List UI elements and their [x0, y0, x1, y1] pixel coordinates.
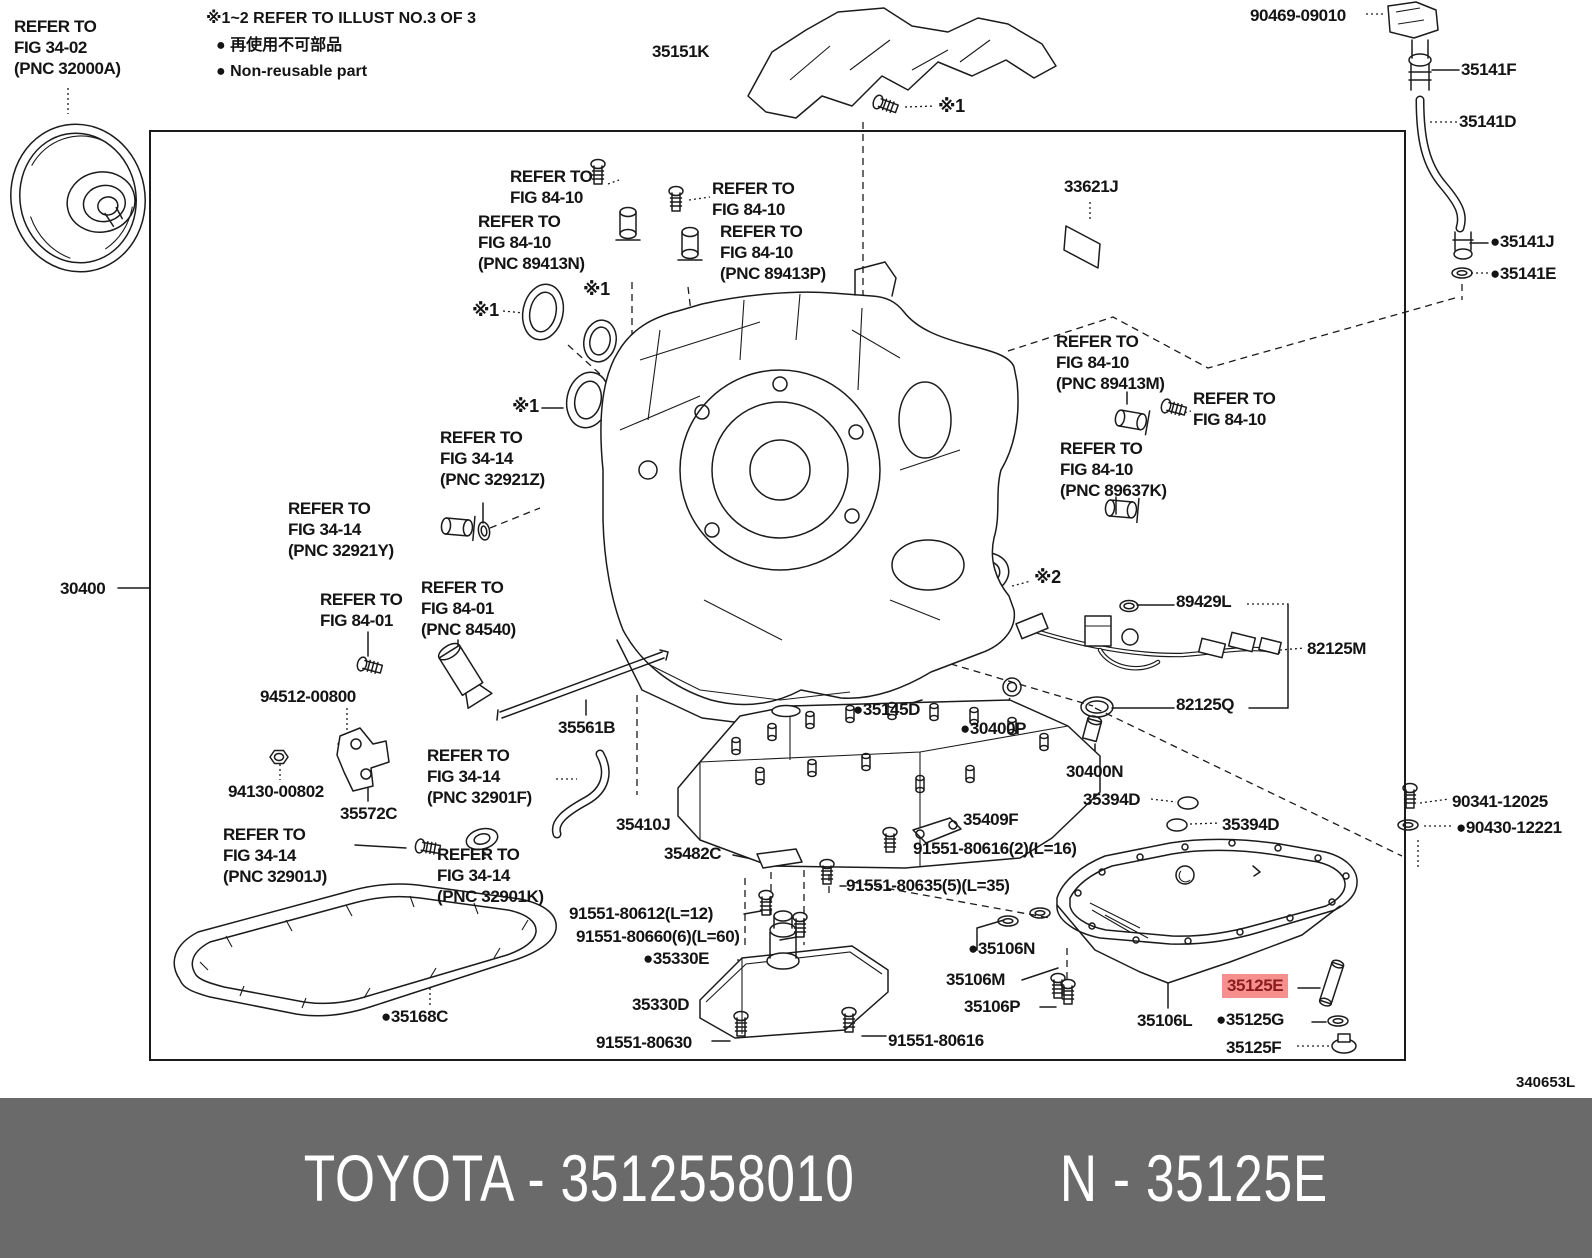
pn-91551-80612[interactable]: 91551-80612(L=12) [569, 904, 713, 923]
pn-35125E[interactable]: 35125E [1222, 974, 1289, 998]
rod-35561B-art [496, 649, 669, 721]
torque-converter-art [10, 123, 146, 273]
ref-fig84-10-a: REFER TO FIG 84-10 [510, 167, 593, 207]
ref-fig34-14-f: REFER TO FIG 34-14 (PNC 32901F) [427, 746, 532, 807]
pn-91551-80635[interactable]: 91551-80635(5)(L=35) [846, 876, 1010, 895]
banner-brand-part: TOYOTA - 3512558010 [303, 1141, 855, 1215]
solenoid-84540-art [437, 642, 493, 710]
pn-89429L[interactable]: 89429L [1176, 592, 1232, 611]
bracket-35572C-art [336, 727, 390, 792]
bracket-35151K-art [747, 7, 1057, 119]
pn-35394D-1[interactable]: 35394D [1083, 790, 1141, 809]
pan-gasket-35168C-art [173, 883, 557, 1017]
legend-non-reusable-jp: ● 再使用不可部品 [216, 37, 343, 54]
pn-94130-00802[interactable]: 94130-00802 [228, 782, 324, 801]
pn-35410J[interactable]: 35410J [616, 815, 671, 834]
pn-94512-00800[interactable]: 94512-00800 [260, 687, 356, 706]
pn-35141D[interactable]: 35141D [1459, 112, 1517, 131]
ref-fig84-10-d: REFER TO FIG 84-10 (PNC 89413P) [720, 222, 826, 283]
pn-90469-09010[interactable]: 90469-09010 [1250, 6, 1346, 25]
pn-35141E[interactable]: ●35141E [1490, 264, 1557, 283]
sym-1-b: ※1 [583, 279, 610, 299]
pn-35141J[interactable]: ●35141J [1490, 232, 1555, 251]
ref-fig84-10-e: REFER TO FIG 84-10 (PNC 89413M) [1056, 332, 1165, 393]
ref-fig34-14-z: REFER TO FIG 34-14 (PNC 32921Z) [440, 428, 545, 489]
corner-drawing-number: 340653L [1516, 1074, 1576, 1091]
pn-35330D[interactable]: 35330D [632, 995, 690, 1014]
pn-35106N[interactable]: ●35106N [968, 939, 1036, 958]
ref-fig84-10-g: REFER TO FIG 84-10 (PNC 89637K) [1060, 439, 1167, 500]
sym-1-top: ※1 [938, 96, 965, 116]
lever-35409F-art [912, 817, 962, 844]
sym-1-c: ※1 [512, 396, 539, 416]
pn-90341-12025[interactable]: 90341-12025 [1452, 792, 1548, 811]
valve-body-art [677, 699, 1101, 869]
diagram-frame [149, 130, 1406, 1061]
pn-35106L[interactable]: 35106L [1137, 1011, 1193, 1030]
sym-2: ※2 [1034, 567, 1061, 587]
ref-fig34-14-k: REFER TO FIG 34-14 (PNC 32901K) [437, 845, 544, 906]
pn-91551-80616-b[interactable]: 91551-80616 [888, 1031, 984, 1050]
ref-fig34-14-j: REFER TO FIG 34-14 (PNC 32901J) [223, 825, 327, 886]
pn-35330E[interactable]: ●35330E [643, 949, 710, 968]
pn-82125Q[interactable]: 82125Q [1176, 695, 1235, 714]
harness-82125M-art [1015, 599, 1282, 718]
pn-35125F[interactable]: 35125F [1226, 1038, 1282, 1057]
legend-non-reusable-en: ● Non-reusable part [216, 63, 368, 80]
sym-1-a: ※1 [472, 300, 499, 320]
ref-fig84-01-a: REFER TO FIG 84-01 [320, 590, 403, 630]
pn-35394D-2[interactable]: 35394D [1222, 815, 1280, 834]
plate-33621J-art [1063, 225, 1101, 269]
ref-fig84-10-f: REFER TO FIG 84-10 [1193, 389, 1276, 429]
legend-illust-note: ※1~2 REFER TO ILLUST NO.3 OF 3 [206, 10, 476, 27]
pn-90430-12221[interactable]: ●90430-12221 [1456, 818, 1562, 837]
pn-35141F[interactable]: 35141F [1461, 60, 1517, 79]
oil-pan-art [1056, 838, 1358, 984]
pn-35106M[interactable]: 35106M [946, 970, 1006, 989]
oil-hose-art [1387, 1, 1474, 279]
banner-code: N - 35125E [1060, 1141, 1329, 1215]
pn-35125G[interactable]: ●35125G [1216, 1010, 1284, 1029]
pn-30400[interactable]: 30400 [60, 579, 106, 598]
transaxle-housing-art [600, 261, 1019, 729]
pn-33621J[interactable]: 33621J [1064, 177, 1119, 196]
ref-fig84-10-c: REFER TO FIG 84-10 [712, 179, 795, 219]
dipstick-tube-art [413, 749, 610, 858]
pn-35145D[interactable]: ●35145D [853, 700, 921, 719]
gasket-35145D-art [771, 704, 801, 718]
pn-35168C[interactable]: ●35168C [381, 1007, 449, 1026]
pn-35106P[interactable]: 35106P [964, 997, 1021, 1016]
footer-banner: TOYOTA - 3512558010 N - 35125E [0, 1098, 1592, 1258]
pn-91551-80616-a[interactable]: 91551-80616(2)(L=16) [913, 839, 1077, 858]
pn-35409F[interactable]: 35409F [963, 810, 1019, 829]
pn-35482C[interactable]: 35482C [664, 844, 722, 863]
pn-30400N[interactable]: 30400N [1066, 762, 1124, 781]
pn-35572C[interactable]: 35572C [340, 804, 398, 823]
pn-30400P[interactable]: ●30400P [960, 719, 1027, 738]
ref-fig34-14-y: REFER TO FIG 34-14 (PNC 32921Y) [288, 499, 394, 560]
ref-fig84-10-b: REFER TO FIG 84-10 (PNC 89413N) [478, 212, 585, 273]
pn-91551-80630[interactable]: 91551-80630 [596, 1033, 692, 1052]
ref-fig84-01-b: REFER TO FIG 84-01 (PNC 84540) [421, 578, 516, 639]
plate-35482C-art [756, 848, 803, 869]
plug-35125F-art [1331, 1033, 1357, 1054]
drain-bolt-35125E-art [1318, 959, 1345, 1007]
pn-35151K[interactable]: 35151K [652, 42, 710, 61]
ref-fig34-02: REFER TO FIG 34-02 (PNC 32000A) [14, 17, 121, 78]
pn-82125M[interactable]: 82125M [1307, 639, 1367, 658]
pn-91551-80660[interactable]: 91551-80660(6)(L=60) [576, 927, 740, 946]
ring-30400P-art [1002, 677, 1022, 697]
pn-35561B[interactable]: 35561B [558, 718, 616, 737]
strainer-35330D-art [699, 910, 889, 1039]
